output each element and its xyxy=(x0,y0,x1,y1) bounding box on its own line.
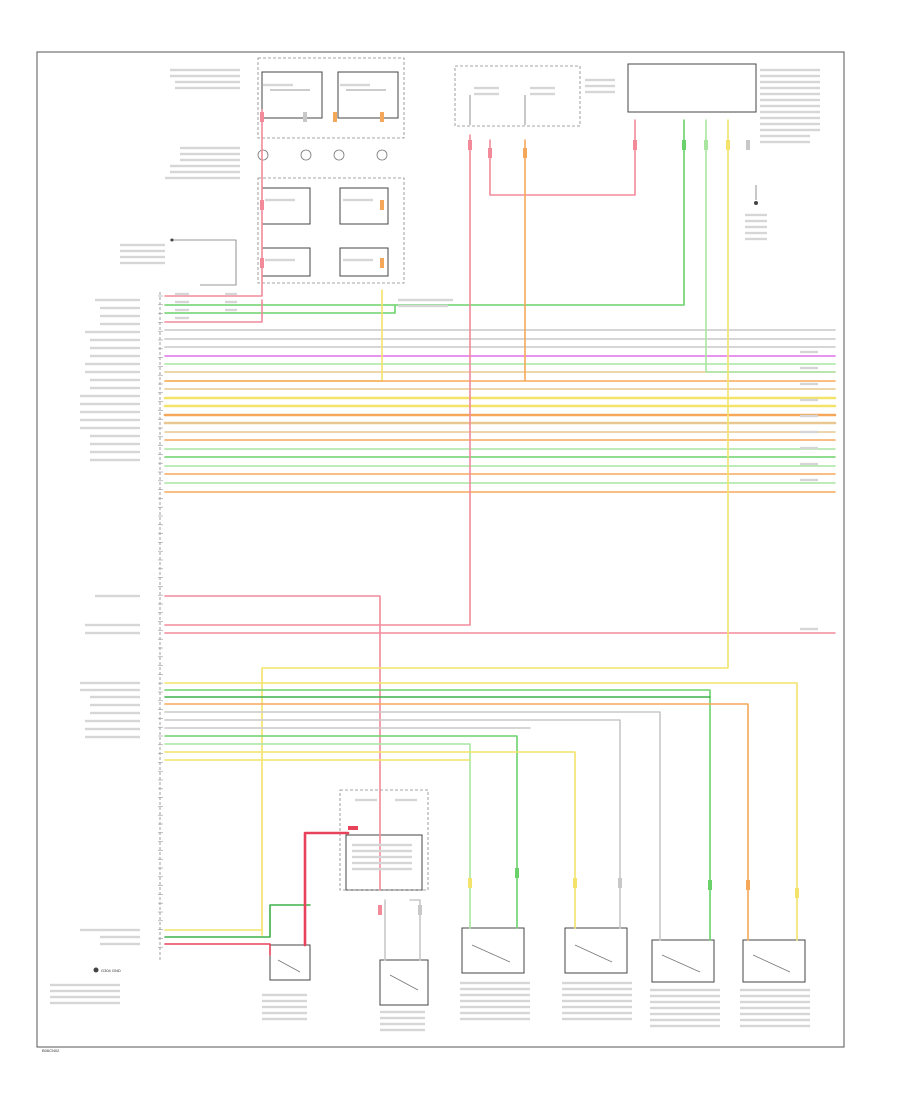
ground-label: G304 GND xyxy=(101,968,121,973)
ground-symbol-top xyxy=(754,185,758,205)
sensing-module-center xyxy=(339,789,429,891)
label-marks xyxy=(50,68,820,1032)
fuse-block-top-middle xyxy=(454,65,581,127)
diagram-code: B06CN02 xyxy=(42,1048,60,1053)
fuse-block-lower xyxy=(257,177,405,284)
wire-harness xyxy=(163,109,837,961)
module-terminal-column xyxy=(158,292,163,960)
fuse-block-upper xyxy=(257,57,405,161)
junction-box-left xyxy=(170,238,237,286)
diagram-frame xyxy=(36,51,845,1048)
control-module-top-right xyxy=(627,63,757,113)
connector-stubs xyxy=(260,112,799,915)
ground-symbol-bottom: G304 GND xyxy=(93,967,121,973)
seat-sensor-row xyxy=(269,927,806,1006)
